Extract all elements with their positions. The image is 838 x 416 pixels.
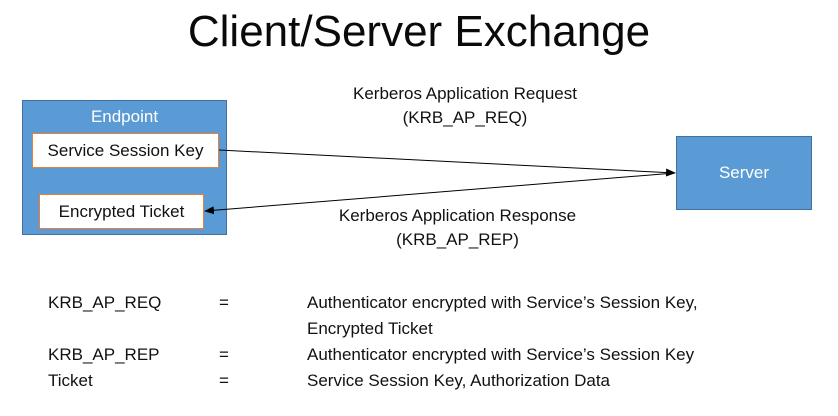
definition-term: Ticket [48, 371, 93, 390]
definition-row: Ticket = Service Session Key, Authorizat… [0, 368, 838, 394]
request-caption: Kerberos Application Request (KRB_AP_REQ… [310, 82, 620, 130]
definition-value-line: Service Session Key, Authorization Data [307, 371, 611, 390]
definition-value-line: Authenticator encrypted with Service’s S… [307, 345, 695, 364]
response-caption-line1: Kerberos Application Response [338, 206, 577, 225]
response-caption-line2: (KRB_AP_REP) [396, 230, 519, 249]
endpoint-box: Endpoint Service Session Key Encrypted T… [22, 100, 227, 235]
service-session-key-box: Service Session Key [32, 133, 219, 168]
endpoint-label: Endpoint [90, 107, 159, 126]
response-caption: Kerberos Application Response (KRB_AP_RE… [300, 204, 615, 252]
definition-term: KRB_AP_REQ [48, 293, 162, 312]
request-caption-line2: (KRB_AP_REQ) [402, 108, 528, 127]
definition-equals: = [219, 293, 229, 312]
definition-equals: = [219, 371, 229, 390]
server-box: Server [676, 136, 812, 210]
definition-value-line: Encrypted Ticket [307, 319, 433, 338]
definition-value: Service Session Key, Authorization Data [307, 368, 807, 394]
page-title: Client/Server Exchange [187, 7, 651, 56]
definition-term: KRB_AP_REP [48, 345, 160, 364]
definition-value: Authenticator encrypted with Service’s S… [307, 342, 807, 368]
encrypted-ticket-box: Encrypted Ticket [39, 194, 204, 229]
definition-value-line: Authenticator encrypted with Service’s S… [307, 293, 698, 312]
request-caption-line1: Kerberos Application Request [353, 84, 577, 103]
definition-equals: = [219, 345, 229, 364]
definitions-list: KRB_AP_REQ = Authenticator encrypted wit… [0, 290, 838, 410]
definition-row: KRB_AP_REQ = Authenticator encrypted wit… [0, 290, 838, 342]
definition-value: Authenticator encrypted with Service’s S… [307, 290, 807, 342]
request-arrow [218, 149, 676, 177]
definition-row: KRB_AP_REP = Authenticator encrypted wit… [0, 342, 838, 368]
